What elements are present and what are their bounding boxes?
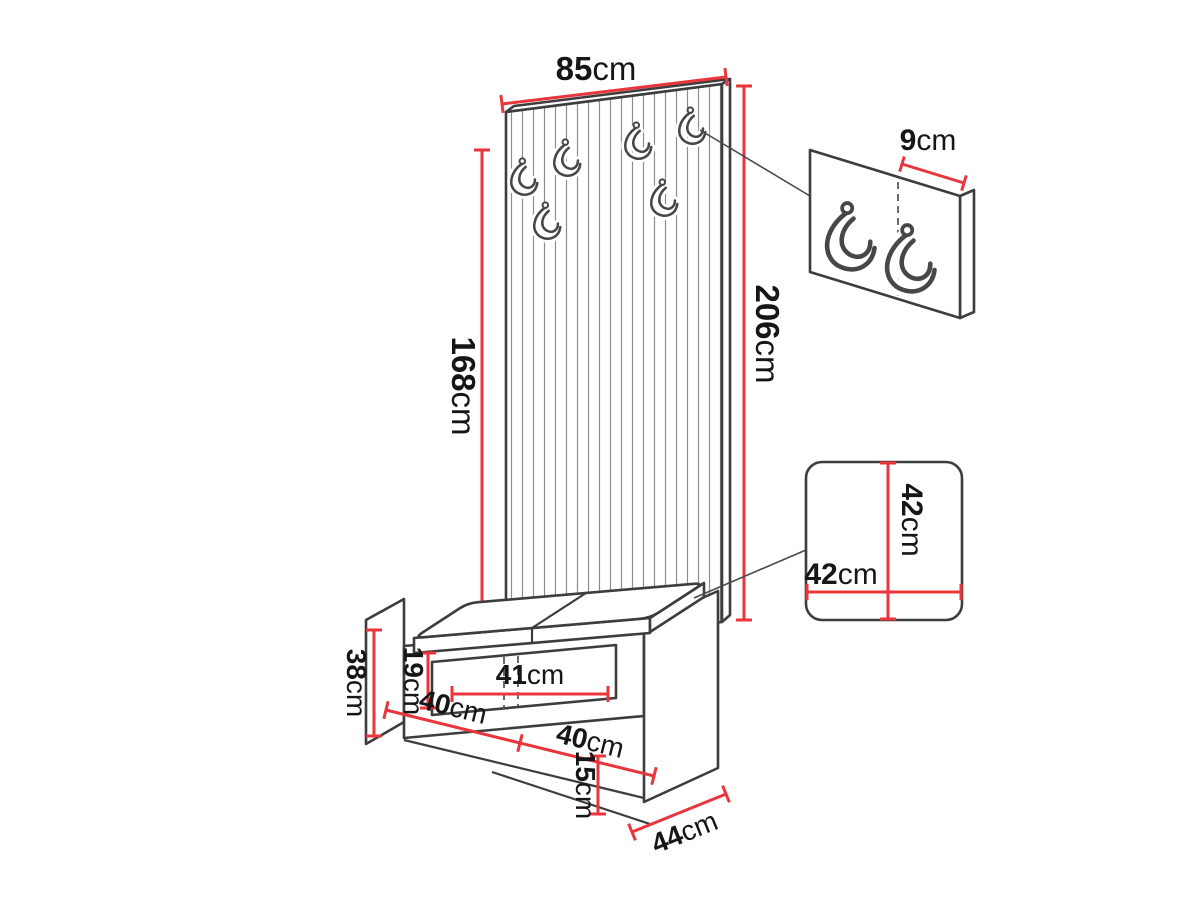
dimension-line <box>420 651 436 710</box>
dimension-line <box>450 686 610 702</box>
dimension-panel-width: 85cm <box>499 50 729 114</box>
dimension-label-niche-height: 19cm <box>398 647 429 715</box>
detail-leader-line <box>699 129 811 197</box>
dimension-label-base-height: 15cm <box>570 751 601 819</box>
dimension-seat-width: 42cm <box>804 558 963 600</box>
dimension-line <box>590 754 606 816</box>
wardrobe-panel <box>504 77 732 648</box>
dimension-side-height: 38cm <box>341 628 382 738</box>
bench-base-edge <box>491 770 651 826</box>
dimension-label-seat-depth: 42cm <box>895 483 928 556</box>
cushion-detail-outline <box>804 460 964 622</box>
bench-open-niche <box>430 643 618 717</box>
dimension-base-height: 15cm <box>570 751 606 819</box>
cushion-detail: 42cm 42cm <box>804 460 964 622</box>
dimension-label-bench-depth: 44cm <box>647 805 722 859</box>
dimension-seat-depth: 42cm <box>880 461 928 621</box>
dimension-line <box>627 785 731 841</box>
dimension-total-height: 206cm <box>736 84 786 622</box>
bench-bottom-edge <box>403 738 645 800</box>
dimension-label-panel-width: 85cm <box>556 50 637 87</box>
dimension-line <box>805 584 963 600</box>
dimension-label-total-height: 206cm <box>749 284 786 383</box>
dimension-line <box>736 84 752 622</box>
panel-front-face <box>504 82 724 648</box>
hook-strip-side-edge <box>958 188 976 320</box>
detail-leader-line <box>693 549 807 599</box>
dimension-hook-strip-width: 9cm <box>898 124 968 192</box>
dimension-line <box>382 700 658 786</box>
dimension-label-upper-panel-height: 168cm <box>445 336 482 435</box>
dimension-line <box>366 628 382 738</box>
dimension-label-hook-strip-width: 9cm <box>900 124 957 157</box>
bench <box>364 589 720 826</box>
dimension-niche-height: 19cm <box>398 647 436 715</box>
dimension-upper-panel-height: 168cm <box>445 148 490 624</box>
dimension-label-seat-width: 42cm <box>804 558 877 591</box>
dimension-line <box>898 155 968 192</box>
panel-side-edge <box>720 77 732 624</box>
dimension-line <box>880 461 896 621</box>
dimension-label-side-height: 38cm <box>341 649 372 717</box>
cushion-seam <box>531 592 587 629</box>
hook-strip-detail: 9cm <box>808 124 976 320</box>
seat-cushion <box>412 581 706 655</box>
dimension-niche-width: 41cm <box>450 659 610 702</box>
dimension-line <box>499 67 729 114</box>
dimension-label-niche-width: 41cm <box>496 659 564 690</box>
